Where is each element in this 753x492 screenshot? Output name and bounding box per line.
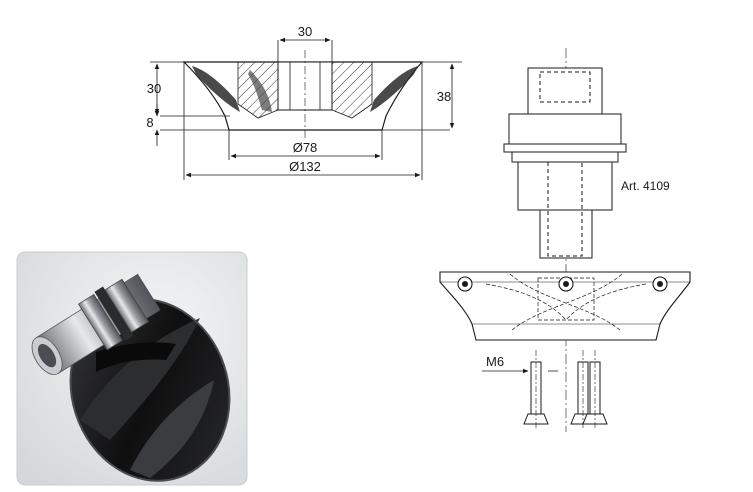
blade-shading-left — [192, 66, 240, 112]
photo-shank — [31, 273, 161, 375]
dim-inner-diameter: Ø78 — [293, 140, 318, 155]
screw-3 — [582, 350, 608, 430]
article-number-label: Art. 4109 — [621, 179, 670, 193]
dim-height-upper: 30 — [147, 81, 161, 96]
blade-shading-mid — [248, 70, 272, 112]
screw-1 — [523, 350, 549, 430]
dim-outer-diameter: Ø132 — [289, 159, 321, 174]
dim-height-total: 38 — [437, 89, 451, 104]
dim-height-lower: 8 — [146, 115, 153, 130]
blade-shading-right — [370, 66, 418, 112]
dim-bore-width: 30 — [298, 24, 312, 39]
tool-holder — [503, 67, 627, 259]
cutter-head-drawing — [439, 271, 691, 341]
assembly-view: Art. 4109 — [439, 48, 691, 432]
product-photo — [16, 251, 248, 486]
screw-size-label: M6 — [486, 354, 504, 369]
screw-set — [523, 350, 608, 430]
cross-section-view: 30 30 8 38 Ø78 Ø132 — [146, 24, 462, 180]
